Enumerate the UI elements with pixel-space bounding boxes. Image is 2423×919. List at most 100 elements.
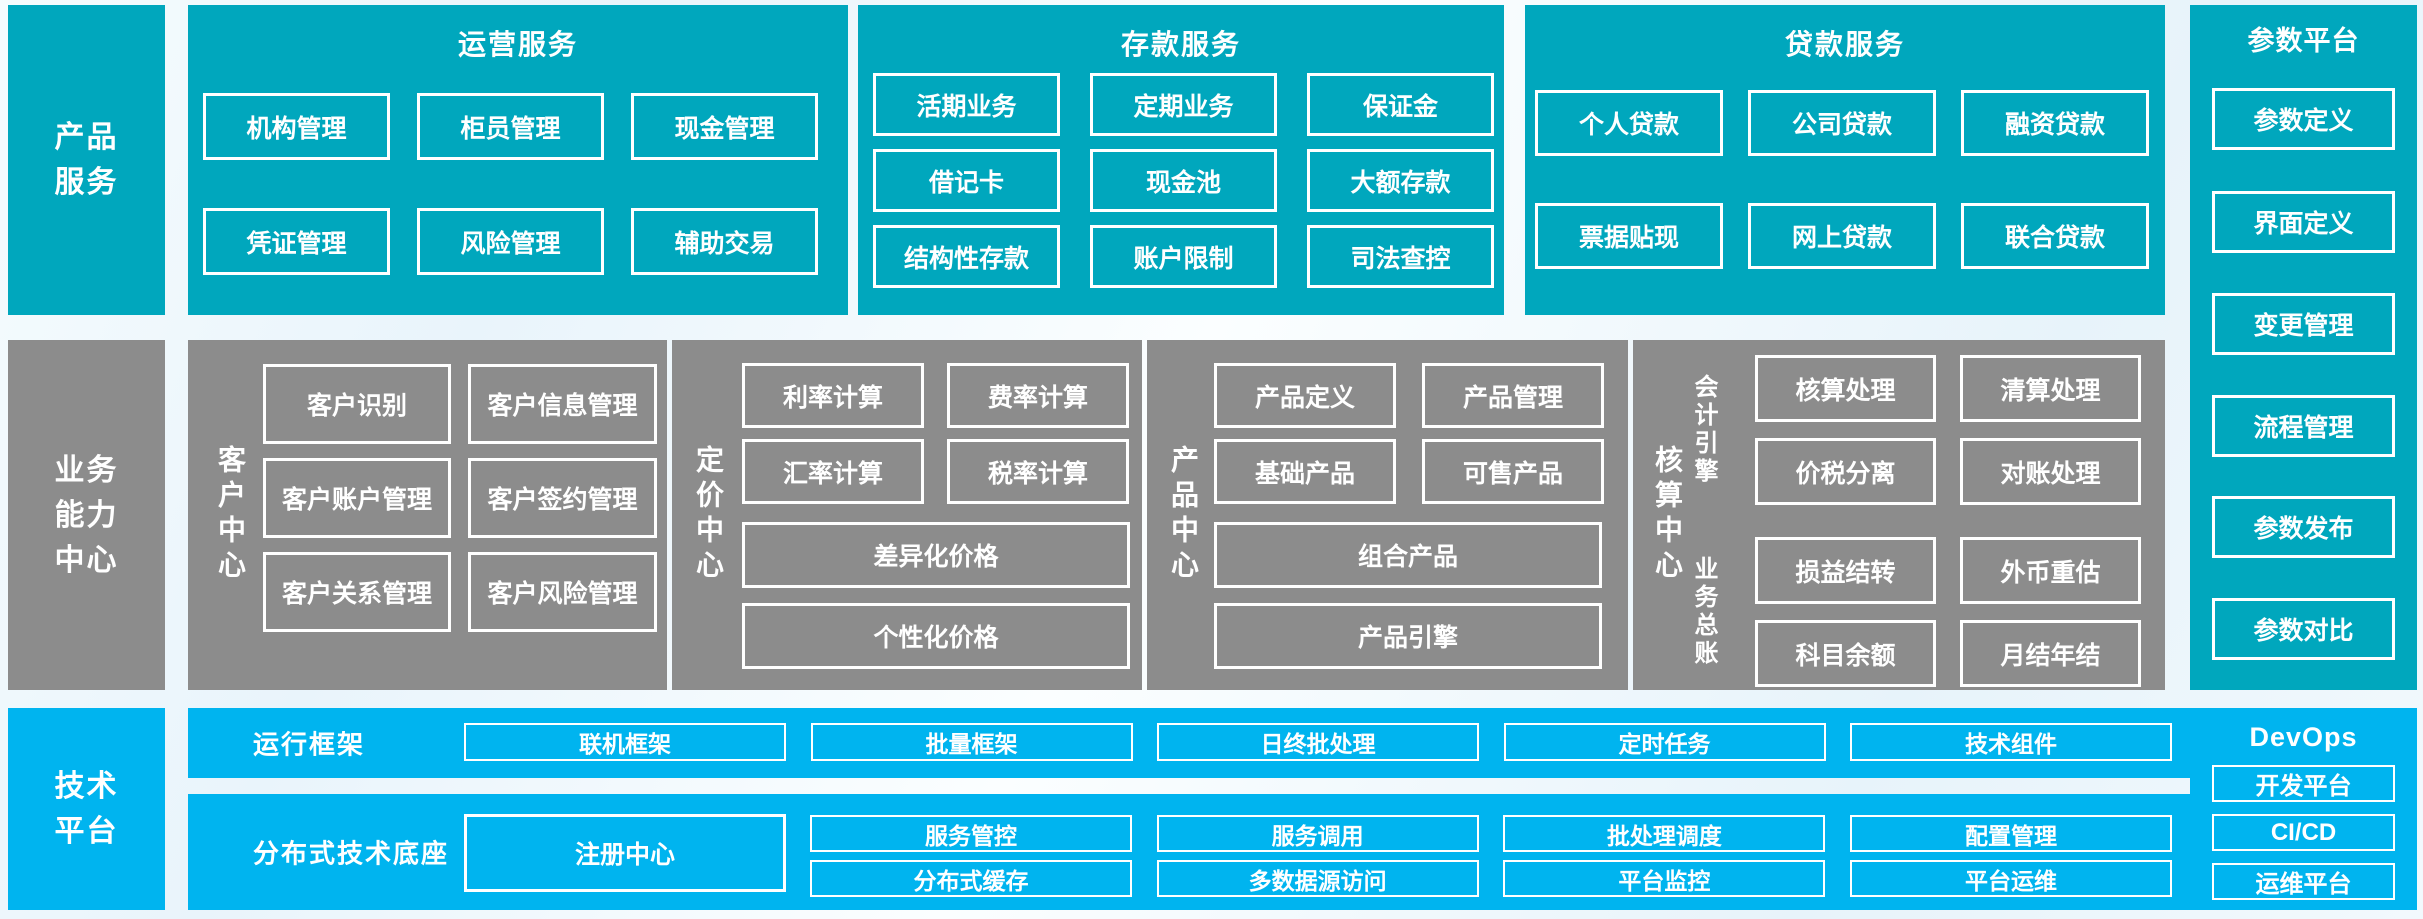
service-box: 辅助交易 [631,208,818,275]
panel-vertical-title: 核算中心 [1652,445,1683,585]
service-box: 保证金 [1307,73,1494,136]
capability-box: 可售产品 [1422,439,1604,504]
capability-box: 产品定义 [1214,363,1396,428]
customer-center-panel: 客户中心 客户识别 客户信息管理 客户账户管理 客户签约管理 客户关系管理 客户… [188,340,667,690]
customer-grid: 客户识别 客户信息管理 客户账户管理 客户签约管理 客户关系管理 客户风险管理 [263,364,657,632]
parameter-box: 界面定义 [2212,191,2395,253]
service-box: 柜员管理 [417,93,604,160]
panel-title: 运营服务 [457,29,578,60]
service-box: 凭证管理 [203,208,390,275]
parameter-box: 参数发布 [2212,496,2395,558]
capability-box: 客户风险管理 [468,552,657,632]
distributed-base-band: 分布式技术底座 注册中心 服务管控 服务调用 批处理调度 配置管理 分布式缓存 … [188,794,2190,910]
pricing-center-panel: 定价中心 利率计算 费率计算 汇率计算 税率计算 差异化价格 个性化价格 [672,340,1142,690]
tech-box: 批处理调度 [1503,815,1826,852]
capability-box: 损益结转 [1755,537,1936,604]
capability-box: 产品管理 [1422,363,1604,428]
capability-box: 客户识别 [263,364,451,444]
parameter-box: 参数定义 [2212,88,2395,150]
panel-title: 存款服务 [1120,29,1241,60]
capability-box: 清算处理 [1960,355,2141,422]
service-box: 风险管理 [417,208,604,275]
service-box: 账户限制 [1090,225,1277,288]
tech-box: 配置管理 [1849,815,2172,852]
capability-box-wide: 产品引擎 [1214,603,1602,669]
service-box: 借记卡 [873,149,1060,212]
tech-box: 定时任务 [1503,723,1826,761]
service-box: 结构性存款 [873,225,1060,288]
capability-box-wide: 个性化价格 [742,603,1130,669]
deposit-grid: 活期业务 定期业务 保证金 借记卡 现金池 大额存款 结构性存款 账户限制 司法… [873,73,1494,288]
accounting-engine-grid: 核算处理 清算处理 价税分离 对账处理 [1755,355,2141,505]
capability-box: 月结年结 [1960,620,2141,687]
capability-box-wide: 组合产品 [1214,522,1602,588]
devops-box: 运维平台 [2212,863,2395,900]
tech-box: 联机框架 [464,723,786,761]
service-box: 联合贷款 [1961,203,2149,269]
parameter-box: 参数对比 [2212,598,2395,660]
tech-box: 服务管控 [810,815,1132,852]
capability-box: 外币重估 [1960,537,2141,604]
runtime-framework-boxes: 联机框架 批量框架 日终批处理 定时任务 技术组件 [464,723,2172,761]
panel-vertical-title: 客户中心 [215,445,246,585]
loan-services-panel: 贷款服务 个人贷款 公司贷款 融资贷款 票据贴现 网上贷款 联合贷款 [1525,5,2165,315]
parameter-box: 变更管理 [2212,293,2395,355]
tech-box: 日终批处理 [1157,723,1479,761]
capability-box: 价税分离 [1755,438,1936,505]
business-ledger-grid: 损益结转 外币重估 科目余额 月结年结 [1755,537,2141,687]
sidebar-label-product-services: 产品服务 [8,5,165,315]
operations-services-panel: 运营服务 机构管理 柜员管理 现金管理 凭证管理 风险管理 辅助交易 [188,5,848,315]
sidebar-label-text: 业务能力中心 [54,453,119,577]
service-box: 网上贷款 [1748,203,1936,269]
service-box: 大额存款 [1307,149,1494,212]
sidebar-label-text: 技术平台 [54,770,119,848]
capability-box: 税率计算 [947,439,1129,504]
parameter-box: 流程管理 [2212,395,2395,457]
parameter-platform-panel: 参数平台 参数定义 界面定义 变更管理 流程管理 参数发布 参数对比 [2190,5,2417,690]
capability-box: 核算处理 [1755,355,1936,422]
service-box: 个人贷款 [1535,90,1723,156]
sidebar-label-technology-platform: 技术平台 [8,708,165,910]
capability-box: 利率计算 [742,363,924,428]
sidebar-label-text: 产品服务 [54,121,119,199]
capability-box: 客户信息管理 [468,364,657,444]
tech-box: 平台监控 [1503,860,1826,897]
capability-box: 科目余额 [1755,620,1936,687]
tech-box: 分布式缓存 [810,860,1132,897]
sidebar-label-business-capability-center: 业务能力中心 [8,340,165,690]
pricing-grid: 利率计算 费率计算 汇率计算 税率计算 [742,363,1129,504]
tech-box: 多数据源访问 [1156,860,1479,897]
service-box: 融资贷款 [1961,90,2149,156]
capability-box-wide: 差异化价格 [742,522,1130,588]
group-vertical-label: 业务总账 [1690,556,1717,668]
distributed-base-boxes: 服务管控 服务调用 批处理调度 配置管理 分布式缓存 多数据源访问 平台监控 平… [810,815,2172,897]
service-box: 票据贴现 [1535,203,1723,269]
devops-box: CI/CD [2212,814,2395,851]
product-grid: 产品定义 产品管理 基础产品 可售产品 [1214,363,1604,504]
service-box: 公司贷款 [1748,90,1936,156]
registry-center-box: 注册中心 [464,814,786,892]
band-label: 分布式技术底座 [253,838,450,869]
band-label: 运行框架 [253,729,366,760]
tech-box: 平台运维 [1849,860,2172,897]
capability-box: 客户签约管理 [468,458,657,538]
runtime-framework-band: 运行框架 联机框架 批量框架 日终批处理 定时任务 技术组件 [188,708,2190,778]
panel-title: 参数平台 [2247,26,2360,56]
devops-panel: DevOps 开发平台 CI/CD 运维平台 [2190,708,2417,910]
service-box: 现金池 [1090,149,1277,212]
tech-box: 批量框架 [810,723,1133,761]
panel-title: DevOps [2249,722,2358,752]
capability-box: 对账处理 [1960,438,2141,505]
service-box: 现金管理 [631,93,818,160]
panel-vertical-title: 定价中心 [693,445,724,585]
product-center-panel: 产品中心 产品定义 产品管理 基础产品 可售产品 组合产品 产品引擎 [1147,340,1628,690]
panel-title: 贷款服务 [1784,29,1905,60]
capability-box: 客户账户管理 [263,458,451,538]
accounting-center-panel: 核算中心 会计引擎 核算处理 清算处理 价税分离 对账处理 业务总账 损益结转 … [1633,340,2165,690]
loan-grid: 个人贷款 公司贷款 融资贷款 票据贴现 网上贷款 联合贷款 [1535,90,2149,269]
service-box: 司法查控 [1307,225,1494,288]
capability-box: 基础产品 [1214,439,1396,504]
service-box: 机构管理 [203,93,390,160]
service-box: 活期业务 [873,73,1060,136]
